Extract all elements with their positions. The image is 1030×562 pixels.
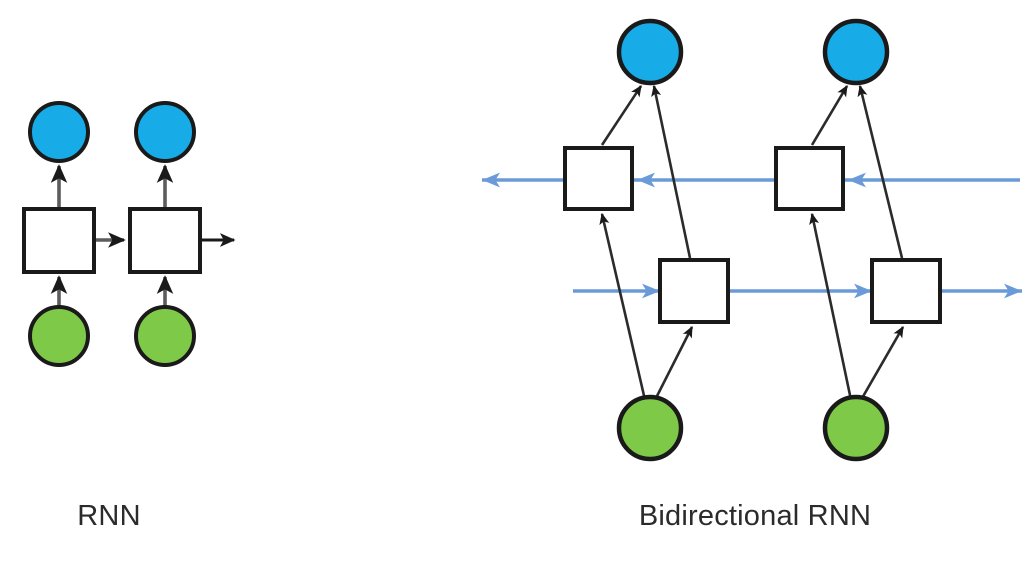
- birnn-backward2-to-output2-arrow: [810, 85, 849, 146]
- birnn-output-node-2: [822, 18, 890, 86]
- birnn-input-node-2: [822, 394, 890, 462]
- birnn-backward1-to-output1-arrow: [600, 85, 643, 146]
- birnn-forward2-to-output2-arrow: [857, 84, 904, 259]
- rnn-hidden-cell-2: [128, 207, 202, 274]
- birnn-input2-to-forward2-arrow: [859, 326, 905, 401]
- birnn-input1-to-forward1-arrow: [653, 325, 694, 401]
- birnn-forward-arrowhead-1: [642, 283, 660, 299]
- left-rnn-diagram: [22, 101, 236, 367]
- birnn-backward-cell-1: [563, 146, 634, 211]
- birnn-input1-to-backward1-arrow: [599, 212, 647, 401]
- birnn-backward-cell-2: [774, 146, 845, 211]
- rnn-caption: RNN: [77, 500, 141, 532]
- rnn-input-node-2: [134, 305, 196, 367]
- birnn-input-node-1: [616, 394, 684, 462]
- rnn-output-node-1: [28, 101, 90, 163]
- birnn-output-node-1: [616, 18, 684, 86]
- rnn-output-node-2: [134, 101, 196, 163]
- rnn-input-node-1: [28, 305, 90, 367]
- bidirectional-rnn-caption: Bidirectional RNN: [638, 500, 872, 532]
- birnn-input2-to-backward2-arrow: [809, 212, 853, 401]
- rnn-hidden-cell-1: [22, 207, 96, 274]
- birnn-forward1-to-output1-arrow: [651, 84, 692, 259]
- birnn-backward-arrowhead-2: [848, 172, 866, 188]
- birnn-backward-arrowhead-1: [637, 172, 655, 188]
- right-bidirectional-rnn-diagram: [482, 18, 1022, 462]
- birnn-forward-cell-1: [658, 258, 730, 324]
- birnn-forward-cell-2: [870, 258, 942, 324]
- birnn-forward-arrowhead-2: [854, 283, 872, 299]
- birnn-backward-arrowhead-out: [482, 172, 500, 188]
- birnn-forward-arrowhead-out: [1004, 283, 1022, 299]
